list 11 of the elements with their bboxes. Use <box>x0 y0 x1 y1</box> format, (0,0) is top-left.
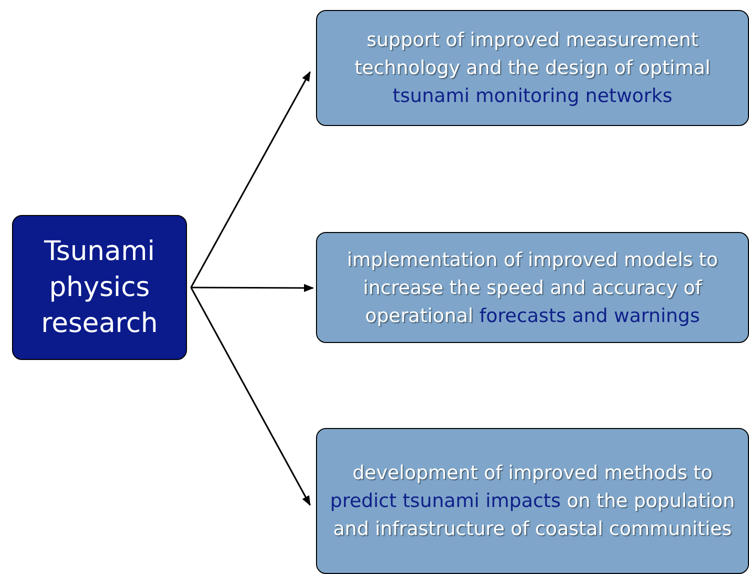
arrow <box>191 284 314 292</box>
outcome-box <box>316 10 749 126</box>
outcome-box <box>316 232 749 343</box>
box-text: Tsunami physics research <box>40 234 159 340</box>
outcome-box <box>316 428 749 574</box>
box-text: development of improved methods to predict tsunami impacts on the population and infrastructure of coastal communities <box>329 461 736 542</box>
box-text: implementation of improved models to increase the speed and accuracy of operational forecasts and warnings <box>346 248 719 328</box>
source-box <box>12 215 187 360</box>
box-text: support of improved measurement technology and the design of optimal tsunami monitoring networks <box>354 28 712 109</box>
arrow <box>190 287 311 506</box>
arrow <box>190 71 311 288</box>
